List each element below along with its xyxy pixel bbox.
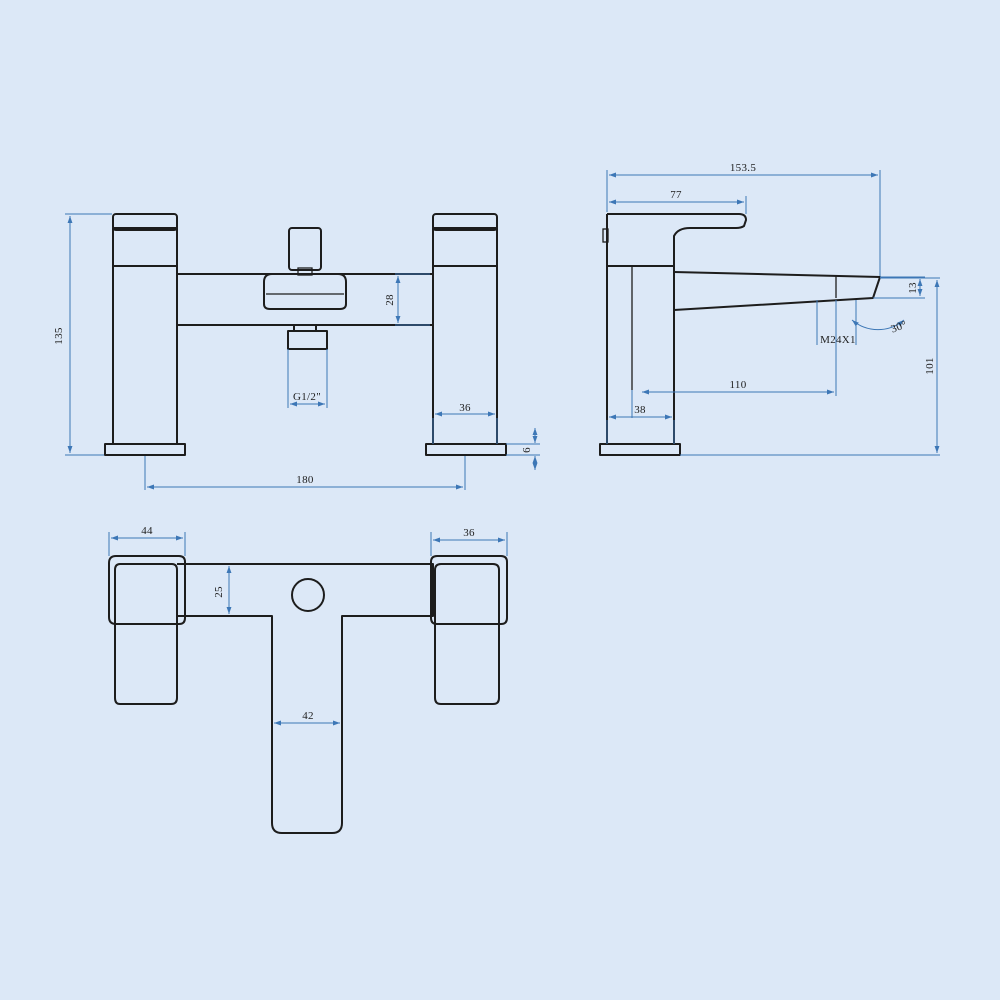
dim-diverter-body: 28 xyxy=(384,294,396,306)
front-view: 135 28 G1/2" 36 6 180 xyxy=(53,213,540,490)
dim-left-handle: 44 xyxy=(141,525,153,537)
dim-total-reach: 153.5 xyxy=(730,162,756,174)
dim-total-height: 135 xyxy=(53,327,65,345)
top-view: 44 36 25 42 xyxy=(108,525,508,834)
dim-thread-spec: M24X1 xyxy=(820,334,856,346)
dim-pillar-width: 36 xyxy=(459,402,471,414)
dim-body-width: 38 xyxy=(634,404,646,416)
dim-outlet-thread: G1/2" xyxy=(293,391,321,403)
body-outline xyxy=(606,214,675,444)
dim-bridge-depth: 25 xyxy=(213,586,225,598)
dim-spout-angle: 30° xyxy=(889,319,908,336)
top-body-outline xyxy=(177,563,434,834)
diverter-hole-outline xyxy=(291,578,325,612)
dim-centres: 180 xyxy=(296,474,314,486)
lever-handle-outline xyxy=(607,213,747,266)
right-pillar-outline xyxy=(425,213,507,456)
spout-outline xyxy=(673,271,881,311)
left-pillar-outline xyxy=(104,213,186,456)
outlet-connector-outline xyxy=(287,324,328,350)
side-base-outline xyxy=(599,443,681,456)
dim-handle-reach: 77 xyxy=(670,189,682,201)
right-handle-top-outline xyxy=(430,555,508,705)
dim-base-plate: 6 xyxy=(521,447,533,453)
side-view: 153.5 77 13 30° M24X1 110 38 101 xyxy=(599,162,940,456)
dim-spout-width: 42 xyxy=(302,710,314,722)
diverter-knob-outline xyxy=(288,227,322,276)
dim-spout-tip: 13 xyxy=(907,282,919,294)
dim-spout-height: 101 xyxy=(924,357,936,374)
diverter-lever-outline xyxy=(263,273,347,310)
dim-right-handle: 36 xyxy=(463,527,475,539)
dim-spout-reach: 110 xyxy=(730,379,747,391)
left-handle-top-outline xyxy=(108,555,186,705)
